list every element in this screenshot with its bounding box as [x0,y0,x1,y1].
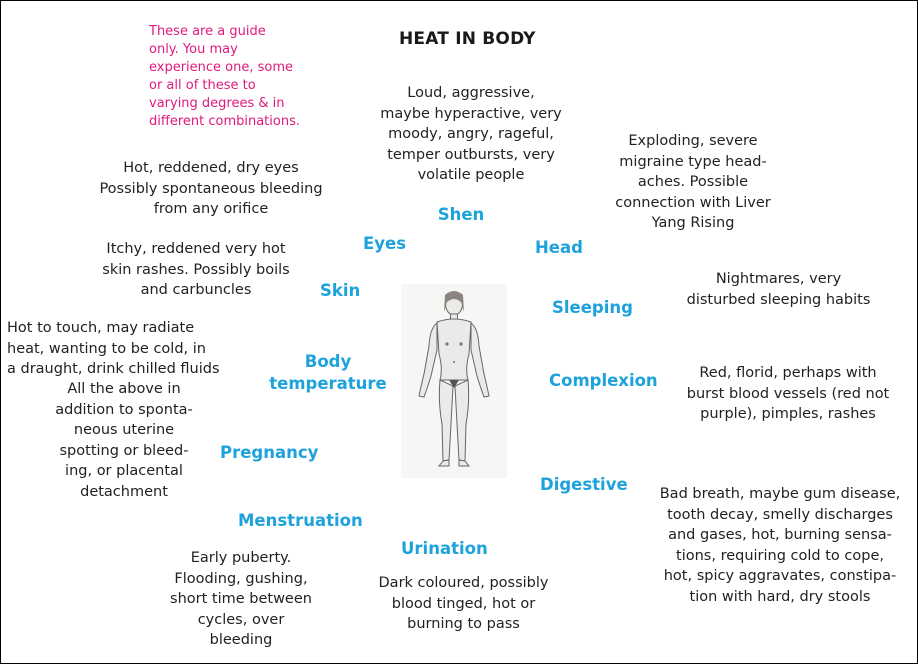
head-description-line: connection with Liver [593,193,793,214]
category-head: Head [535,237,583,259]
urination-description: Dark coloured, possibly blood tinged, ho… [361,573,566,635]
pregnancy-description-line: addition to sponta- [39,400,209,421]
guide-note: These are a guide only. You may experien… [149,23,339,131]
category-body-temperature-line: Body [263,351,393,373]
menstruation-description-line: cycles, over [156,610,326,631]
skin-description-line: and carbuncles [71,280,321,301]
shen-description: Loud, aggressive, maybe hyperactive, ver… [351,83,591,186]
figure-navel [453,361,455,363]
head-description-line: aches. Possible [593,172,793,193]
note-line: These are a guide [149,23,339,41]
urination-description-line: blood tinged, hot or [361,594,566,615]
body-figure-illustration [401,284,507,478]
category-shen: Shen [421,204,501,226]
head-description-line: Exploding, severe [593,131,793,152]
sleeping-description: Nightmares, very disturbed sleeping habi… [671,269,886,310]
pregnancy-description: All the above in addition to sponta- neo… [39,379,209,502]
menstruation-description-line: short time between [156,589,326,610]
skin-description: Itchy, reddened very hot skin rashes. Po… [71,239,321,301]
pregnancy-description-line: ing, or placental [39,461,209,482]
pregnancy-description-line: All the above in [39,379,209,400]
pregnancy-description-line: neous uterine [39,420,209,441]
figure-chest-mark [445,342,448,345]
body-temperature-description-line: a draught, drink chilled fluids [7,359,267,380]
digestive-description-line: Bad breath, maybe gum disease, [645,484,915,505]
note-line: only. You may [149,41,339,59]
skin-description-line: Itchy, reddened very hot [71,239,321,260]
shen-description-line: moody, angry, rageful, [351,124,591,145]
menstruation-description-line: bleeding [156,630,326,651]
shen-description-line: Loud, aggressive, [351,83,591,104]
head-description: Exploding, severe migraine type head- ac… [593,131,793,234]
body-temperature-description: Hot to touch, may radiate heat, wanting … [7,318,267,380]
category-menstruation: Menstruation [238,510,363,532]
shen-description-line: maybe hyperactive, very [351,104,591,125]
category-complexion: Complexion [549,370,658,392]
category-eyes: Eyes [363,233,406,255]
note-line: different combinations. [149,113,339,131]
category-skin: Skin [320,280,360,302]
diagram-title: HEAT IN BODY [399,29,536,49]
menstruation-description: Early puberty. Flooding, gushing, short … [156,548,326,651]
digestive-description-line: hot, spicy aggravates, constipa- [645,566,915,587]
sleeping-description-line: disturbed sleeping habits [671,290,886,311]
shen-description-line: volatile people [351,165,591,186]
menstruation-description-line: Early puberty. [156,548,326,569]
note-line: or all of these to [149,77,339,95]
category-sleeping: Sleeping [552,297,633,319]
head-description-line: Yang Rising [593,213,793,234]
digestive-description: Bad breath, maybe gum disease, tooth dec… [645,484,915,607]
menstruation-description-line: Flooding, gushing, [156,569,326,590]
eyes-description-line: Possibly spontaneous bleeding [81,179,341,200]
body-temperature-description-line: Hot to touch, may radiate [7,318,267,339]
shen-description-line: temper outbursts, very [351,145,591,166]
complexion-description: Red, florid, perhaps with burst blood ve… [673,363,903,425]
complexion-description-line: purple), pimples, rashes [673,404,903,425]
digestive-description-line: and gases, hot, burning sensa- [645,525,915,546]
category-pregnancy: Pregnancy [220,442,318,464]
digestive-description-line: tions, requiring cold to cope, [645,546,915,567]
complexion-description-line: Red, florid, perhaps with [673,363,903,384]
category-body-temperature-line: temperature [263,373,393,395]
category-digestive: Digestive [540,474,628,496]
head-description-line: migraine type head- [593,152,793,173]
category-body-temperature: Body temperature [263,351,393,395]
eyes-description: Hot, reddened, dry eyes Possibly spontan… [81,158,341,220]
pregnancy-description-line: spotting or bleed- [39,441,209,462]
figure-chest-mark [459,342,462,345]
skin-description-line: skin rashes. Possibly boils [71,260,321,281]
figure-torso [437,319,471,380]
urination-description-line: Dark coloured, possibly [361,573,566,594]
pregnancy-description-line: detachment [39,482,209,503]
eyes-description-line: Hot, reddened, dry eyes [81,158,341,179]
body-temperature-description-line: heat, wanting to be cold, in [7,339,267,360]
eyes-description-line: from any orifice [81,199,341,220]
urination-description-line: burning to pass [361,614,566,635]
note-line: varying degrees & in [149,95,339,113]
complexion-description-line: burst blood vessels (red not [673,384,903,405]
digestive-description-line: tion with hard, dry stools [645,587,915,608]
note-line: experience one, some [149,59,339,77]
sleeping-description-line: Nightmares, very [671,269,886,290]
category-urination: Urination [401,538,488,560]
digestive-description-line: tooth decay, smelly discharges [645,505,915,526]
